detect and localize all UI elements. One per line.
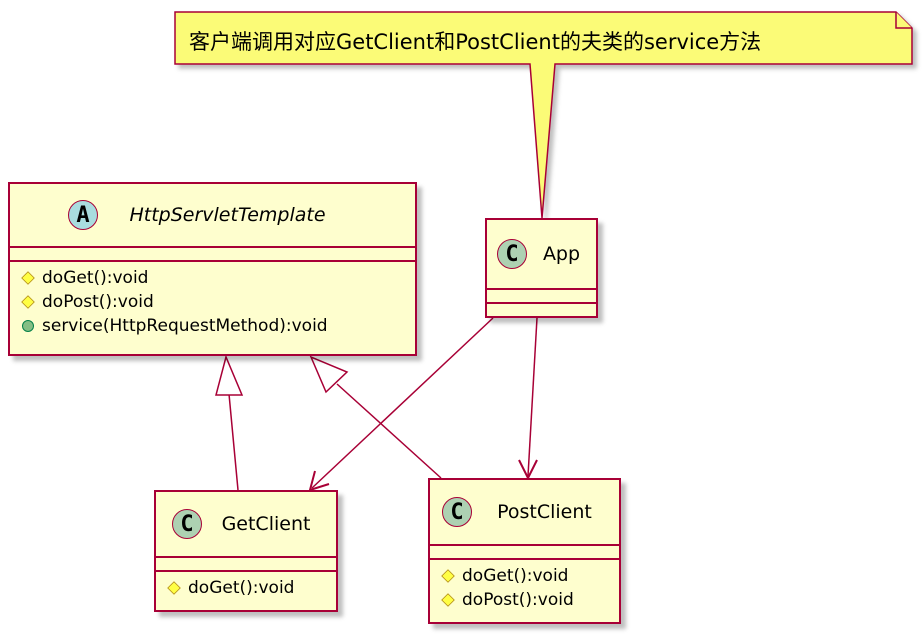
method-signature: doGet():void xyxy=(462,566,569,586)
class-header: C App xyxy=(487,220,596,290)
class-icon: C xyxy=(442,497,472,527)
method-row[interactable]: doPost():void xyxy=(441,588,619,612)
protected-visibility-icon xyxy=(21,295,35,309)
class-http-servlet-template[interactable]: A HttpServletTemplate doGet():void doPos… xyxy=(8,182,417,356)
fields-section xyxy=(430,546,619,560)
method-row[interactable]: service(HttpRequestMethod):void xyxy=(22,314,415,338)
fields-section xyxy=(10,248,415,262)
protected-visibility-icon xyxy=(167,581,181,595)
class-post-client[interactable]: C PostClient doGet():void doPost():void xyxy=(428,478,621,624)
method-row[interactable]: doGet():void xyxy=(441,564,619,588)
class-icon: C xyxy=(497,239,527,269)
method-signature: service(HttpRequestMethod):void xyxy=(42,316,328,336)
protected-visibility-icon xyxy=(441,593,455,607)
inheritance-postclient-arrowhead xyxy=(309,355,349,394)
method-signature: doGet():void xyxy=(188,578,295,598)
class-header: A HttpServletTemplate xyxy=(10,184,415,248)
public-visibility-icon xyxy=(22,320,34,332)
protected-visibility-icon xyxy=(21,271,35,285)
class-get-client[interactable]: C GetClient doGet():void xyxy=(154,490,338,612)
note-fold xyxy=(895,12,912,29)
fields-section xyxy=(487,290,596,304)
method-signature: doGet():void xyxy=(42,268,149,288)
method-signature: doPost():void xyxy=(462,590,574,610)
method-row[interactable]: doPost():void xyxy=(21,290,415,314)
method-row[interactable]: doGet():void xyxy=(21,266,415,290)
methods-section: doGet():void doPost():void xyxy=(430,560,619,616)
class-app[interactable]: C App xyxy=(485,218,598,318)
class-name: App xyxy=(542,243,581,265)
methods-section: doGet():void doPost():void service(HttpR… xyxy=(10,262,415,342)
inheritance-getclient-line xyxy=(228,393,239,491)
association-app-postclient-line xyxy=(527,317,538,477)
class-name: HttpServletTemplate xyxy=(129,204,326,226)
fields-section xyxy=(156,558,336,572)
methods-section xyxy=(487,304,596,318)
method-row[interactable]: doGet():void xyxy=(167,576,336,600)
association-app-getclient-line xyxy=(311,317,494,489)
class-icon: C xyxy=(172,509,202,539)
inheritance-getclient-arrowhead xyxy=(215,354,244,396)
protected-visibility-icon xyxy=(441,569,455,583)
note-text: 客户端调用对应GetClient和PostClient的夫类的service方法 xyxy=(189,30,762,54)
class-name: GetClient xyxy=(221,513,311,535)
class-header: C GetClient xyxy=(156,492,336,558)
class-header: C PostClient xyxy=(430,480,619,546)
note[interactable]: 客户端调用对应GetClient和PostClient的夫类的service方法 xyxy=(175,12,912,64)
inheritance-postclient-line xyxy=(336,383,442,479)
method-signature: doPost():void xyxy=(42,292,154,312)
class-name: PostClient xyxy=(497,501,592,523)
methods-section: doGet():void xyxy=(156,572,336,604)
abstract-class-icon: A xyxy=(68,200,98,230)
